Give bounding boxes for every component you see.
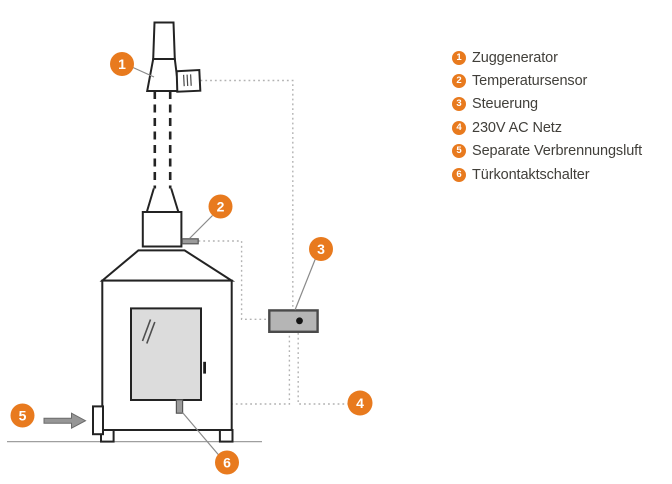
legend-label-netz: 230V AC Netz xyxy=(472,119,562,136)
control-knob xyxy=(296,317,303,325)
legend-label-verbrennungsluft: Separate Verbrennungsluft xyxy=(472,143,643,160)
legend-badge-1: 1 xyxy=(452,50,466,65)
leader-line-2 xyxy=(189,215,213,239)
chimney-cap-pipe xyxy=(152,21,176,60)
legend-badge-4: 4 xyxy=(452,120,466,135)
callout-badge-2: 2 xyxy=(208,194,233,219)
legend-badge-2: 2 xyxy=(452,74,466,89)
leader-line-3 xyxy=(294,258,317,311)
legend-badge-6: 6 xyxy=(452,167,466,182)
door-handle xyxy=(203,361,206,374)
temperature-sensor xyxy=(181,238,199,245)
door-contact-switch xyxy=(175,399,184,414)
svg-text:6: 6 xyxy=(223,455,231,471)
glass-reflection-icon xyxy=(141,319,156,344)
legend-item-steuerung: 3 Steuerung xyxy=(452,93,642,116)
legend-item-verbrennungsluft: 5 Separate Verbrennungsluft xyxy=(452,140,642,163)
control-unit xyxy=(268,309,319,333)
legend-label-tuerkontaktschalter: Türkontaktschalter xyxy=(472,166,590,183)
airflow-arrow-icon xyxy=(43,412,87,430)
legend-label-temperatursensor: Temperatursensor xyxy=(472,73,588,90)
wire-temperatursensor-to-steuerung xyxy=(198,240,269,320)
fan-box xyxy=(175,68,202,93)
legend: 1 Zuggenerator 2 Temperatursensor 3 Steu… xyxy=(452,46,642,186)
stove-door-glass xyxy=(130,307,202,401)
legend-item-tuerkontaktschalter: 6 Türkontaktschalter xyxy=(452,163,642,186)
svg-text:3: 3 xyxy=(317,241,325,257)
legend-item-zuggenerator: 1 Zuggenerator xyxy=(452,46,642,69)
leader-line-6 xyxy=(182,412,220,457)
callout-badge-6: 6 xyxy=(215,450,239,475)
svg-text:4: 4 xyxy=(356,395,364,411)
draft-generator-funnel xyxy=(145,58,180,92)
svg-text:1: 1 xyxy=(118,56,126,72)
fan-vents-icon xyxy=(183,74,192,87)
svg-text:5: 5 xyxy=(19,408,27,424)
callout-badge-5: 5 xyxy=(10,403,35,428)
chimney-pipe-dashed xyxy=(153,91,172,189)
legend-item-netz: 4 230V AC Netz xyxy=(452,116,642,139)
callout-badge-3: 3 xyxy=(309,237,333,261)
legend-label-steuerung: Steuerung xyxy=(472,96,539,113)
wire-steuerung-to-netz xyxy=(297,333,348,405)
combustion-air-inlet xyxy=(92,405,104,436)
legend-badge-3: 3 xyxy=(452,97,466,112)
legend-item-temperatursensor: 2 Temperatursensor xyxy=(452,69,642,92)
pipe-flare xyxy=(145,188,180,213)
stove-hood xyxy=(99,249,236,282)
flue-collar xyxy=(141,211,183,248)
callout-badge-4: 4 xyxy=(347,390,373,416)
callout-badge-1: 1 xyxy=(110,52,134,76)
leader-line-1 xyxy=(132,66,155,78)
stove-foot-left xyxy=(100,429,115,443)
wire-zuggenerator-to-steuerung xyxy=(200,79,294,310)
wire-tuerkontakt-to-steuerung xyxy=(183,333,291,405)
svg-text:2: 2 xyxy=(217,199,225,215)
stove-foot-right xyxy=(218,429,234,443)
legend-badge-5: 5 xyxy=(452,144,466,159)
legend-label-zuggenerator: Zuggenerator xyxy=(472,49,558,66)
